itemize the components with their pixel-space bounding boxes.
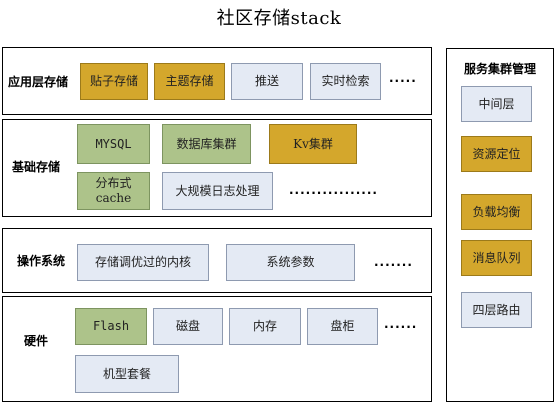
mysql-box: MYSQL [77, 124, 150, 164]
service-cluster-title: 服务集群管理 [463, 62, 536, 76]
os-label: 操作系统 [17, 254, 66, 268]
message-queue-box: 消息队列 [461, 240, 532, 276]
os-more-ellipsis: ....... [374, 255, 413, 269]
flash-box: Flash [75, 308, 147, 345]
push-box: 推送 [231, 63, 303, 100]
base-storage-label: 基础存储 [12, 160, 61, 174]
realtime-search-box: 实时检索 [310, 63, 381, 100]
post-storage-box: 贴子存储 [80, 63, 148, 100]
disk-cabinet-box: 盘柜 [307, 308, 378, 345]
base-more-ellipsis: ................ [289, 183, 378, 197]
middle-tier-box: 中间层 [461, 86, 532, 122]
topic-storage-box: 主题存储 [154, 63, 225, 100]
distributed-cache-box: 分布式 cache [77, 172, 150, 210]
machine-package-box: 机型套餐 [75, 355, 179, 393]
resource-locate-box: 资源定位 [461, 136, 532, 172]
memory-box: 内存 [229, 308, 301, 345]
app-more-ellipsis: ..... [389, 71, 417, 85]
kv-cluster-box: Kv集群 [269, 124, 357, 164]
db-cluster-box: 数据库集群 [162, 124, 251, 164]
log-processing-box: 大规模日志处理 [162, 172, 273, 210]
tuned-kernel-box: 存储调优过的内核 [77, 244, 209, 281]
os-layer [2, 228, 432, 293]
disk-box: 磁盘 [153, 308, 223, 345]
l4-routing-box: 四层路由 [461, 292, 532, 328]
hardware-more-ellipsis: ...... [384, 317, 418, 331]
app-storage-label: 应用层存储 [8, 75, 69, 89]
system-params-box: 系统参数 [226, 244, 355, 281]
load-balance-box: 负载均衡 [461, 194, 532, 230]
diagram-title: 社区存储stack [216, 8, 342, 29]
hardware-label: 硬件 [24, 334, 49, 348]
